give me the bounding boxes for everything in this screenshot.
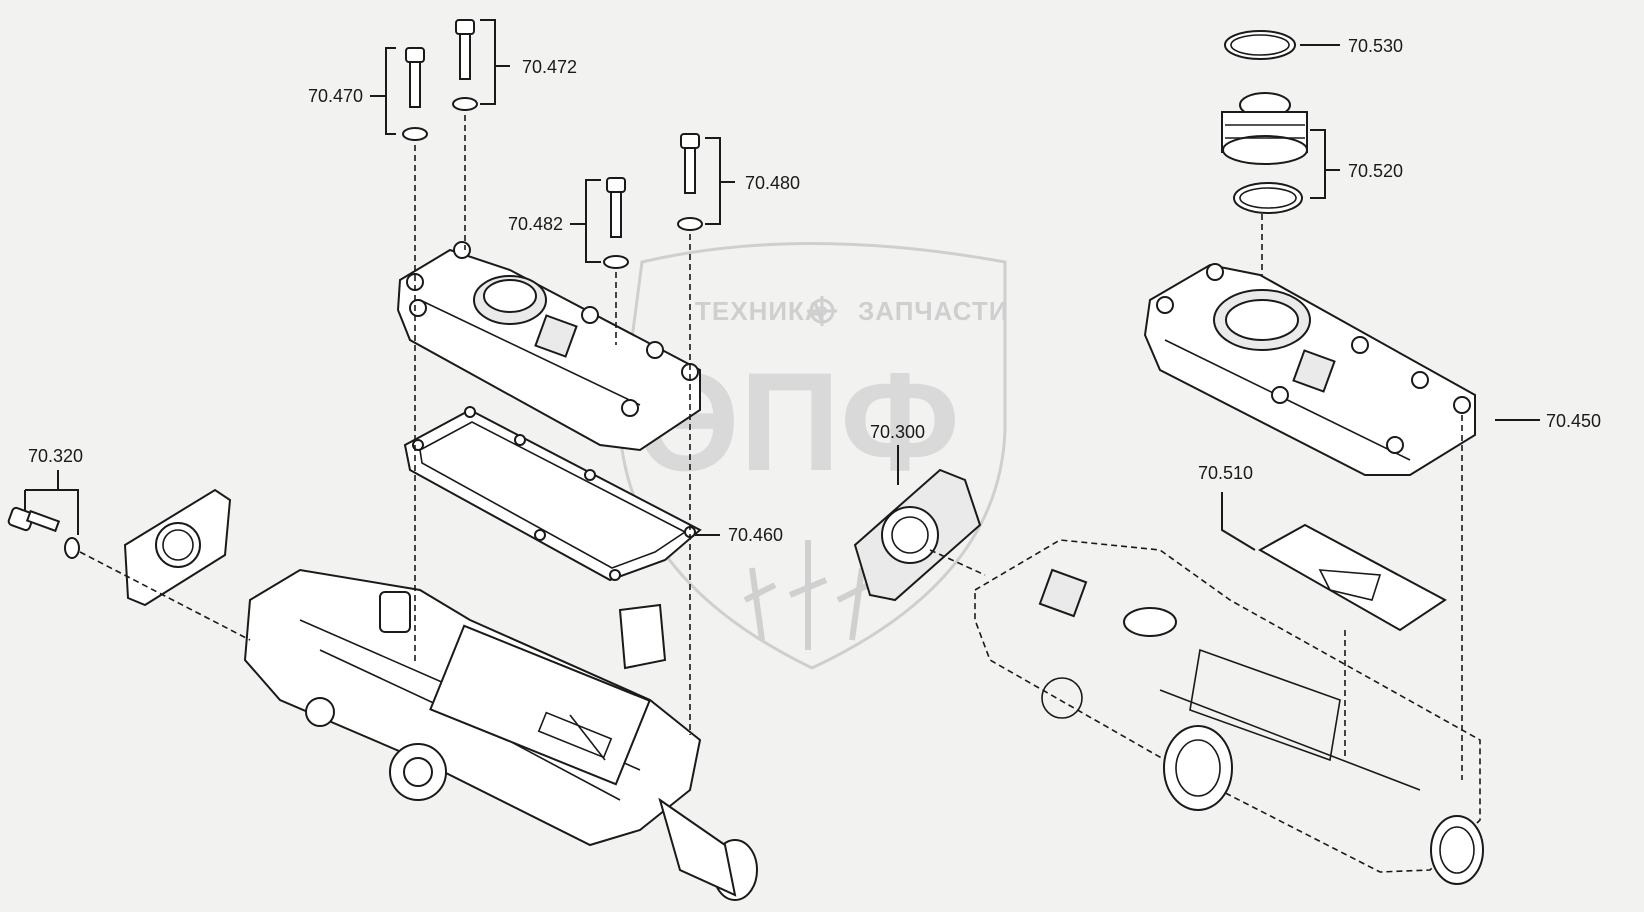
watermark-wheat <box>743 540 870 650</box>
bolt-70480 <box>677 133 703 735</box>
callout-70520: 70.520 <box>1348 161 1403 181</box>
callout-70300: 70.300 <box>870 422 925 442</box>
callout-70480: 70.480 <box>745 173 800 193</box>
flange-plate <box>123 488 232 607</box>
watermark-line-right: ЗАПЧАСТИ <box>858 296 1009 326</box>
bolt-70320 <box>7 506 251 641</box>
callout-70320: 70.320 <box>28 446 83 466</box>
callout-70530: 70.530 <box>1348 36 1403 56</box>
callout-70460: 70.460 <box>728 525 783 545</box>
watermark-line-left: ТЕХНИКА <box>695 296 825 326</box>
callout-70470: 70.470 <box>308 86 363 106</box>
gear-icon <box>807 296 837 326</box>
plug-70520 <box>1221 92 1308 300</box>
snap-ring-70530 <box>1224 30 1296 60</box>
flange-plate-300 <box>853 468 986 602</box>
callout-70510: 70.510 <box>1198 463 1253 483</box>
shim-plate-70510 <box>1257 523 1447 760</box>
gasket <box>403 406 702 582</box>
right-cover <box>1143 263 1476 780</box>
callout-labels: 70.470 70.472 70.482 70.480 70.530 70.52… <box>28 36 1601 545</box>
bolt-70482 <box>603 177 629 345</box>
left-cover <box>396 241 701 452</box>
watermark: ТЕХНИКА ЗАПЧАСТИ ЭПФ <box>618 242 1009 670</box>
callout-70472: 70.472 <box>522 57 577 77</box>
callout-leaders <box>24 19 1540 551</box>
bolt-70472 <box>452 19 478 250</box>
callout-70450: 70.450 <box>1546 411 1601 431</box>
callout-70482: 70.482 <box>508 214 563 234</box>
left-housing <box>243 568 758 901</box>
bolt-70470 <box>402 47 428 665</box>
right-housing <box>974 539 1484 885</box>
